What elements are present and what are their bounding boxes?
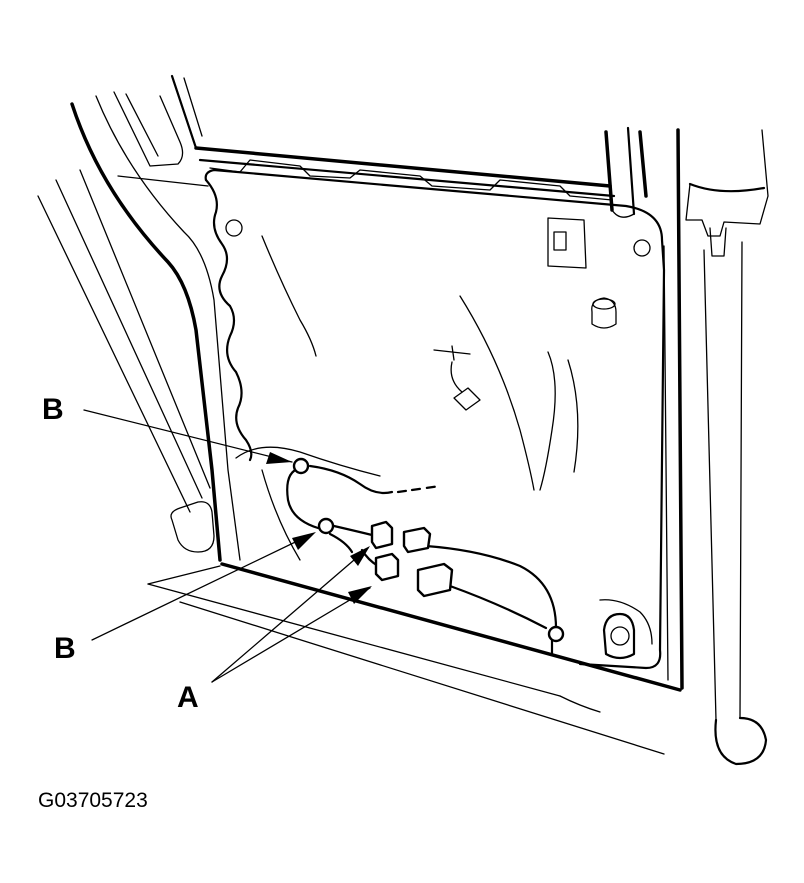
connectors-a bbox=[370, 520, 454, 598]
clips-b bbox=[292, 457, 565, 643]
clip-top bbox=[292, 457, 310, 475]
right-pillar bbox=[604, 126, 684, 690]
inner-door-panel bbox=[204, 168, 666, 670]
clip-middle bbox=[317, 517, 335, 535]
leader-lines bbox=[83, 409, 372, 683]
connector-3 bbox=[374, 552, 400, 582]
callout-b-bottom: B bbox=[54, 632, 76, 665]
window-channel bbox=[194, 146, 616, 201]
callout-a: A bbox=[177, 681, 199, 714]
clip-bottom bbox=[547, 625, 565, 643]
wire-harness bbox=[286, 464, 558, 656]
left-seat-belt bbox=[37, 169, 215, 553]
connector-4 bbox=[416, 562, 454, 598]
connector-1 bbox=[370, 520, 394, 550]
left-pillar bbox=[70, 74, 241, 562]
door-sill bbox=[147, 469, 682, 755]
figure-id: G03705723 bbox=[38, 789, 148, 812]
connector-2 bbox=[402, 526, 432, 554]
right-seat-belt bbox=[685, 129, 769, 766]
callout-b-top: B bbox=[42, 393, 64, 426]
